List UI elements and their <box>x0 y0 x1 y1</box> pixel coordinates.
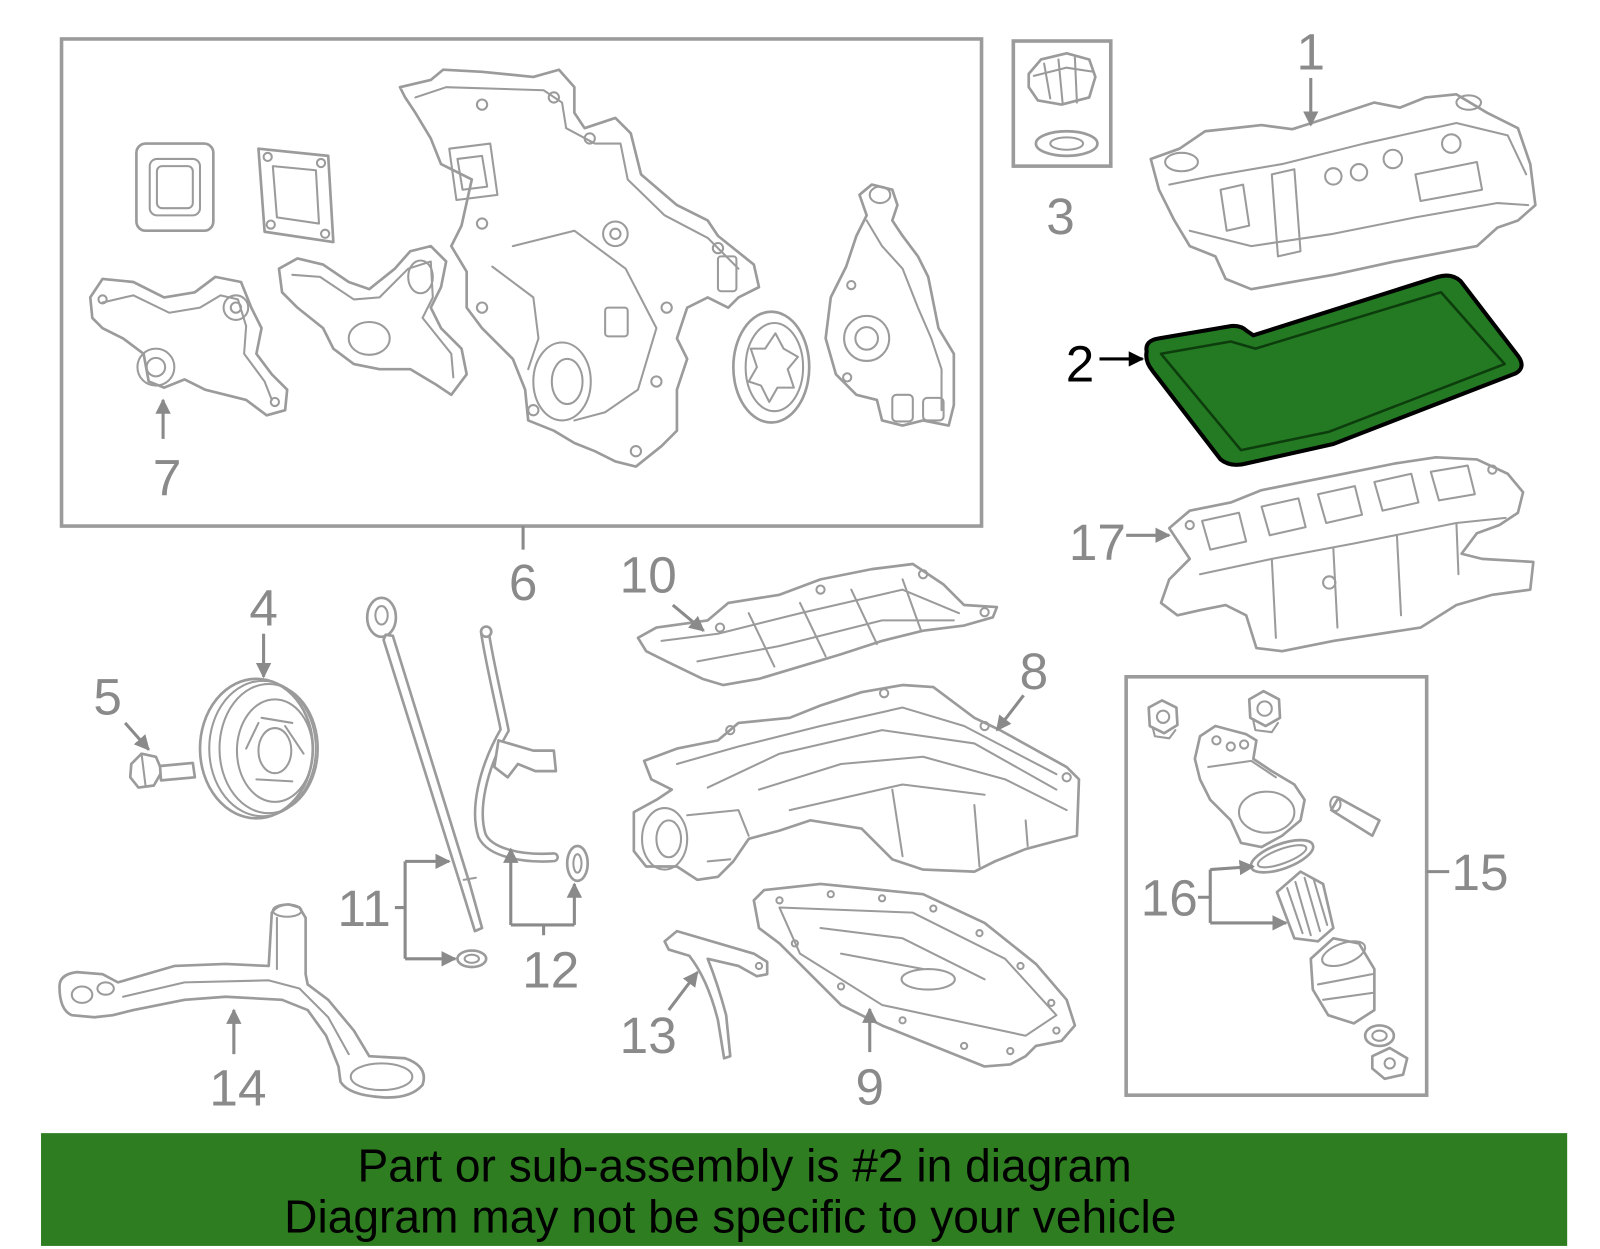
part-oil-pump <box>824 183 956 427</box>
leader-bracket-16 <box>1197 859 1288 931</box>
group-frame-oil-filter <box>1124 675 1429 1097</box>
leader-line-5 <box>123 721 150 751</box>
callout-4: 4 <box>249 580 278 637</box>
part-small-gasket-a <box>135 142 215 233</box>
part-filter-pin <box>1329 795 1381 838</box>
callout-8: 8 <box>1020 643 1049 700</box>
part-water-pump <box>88 275 289 417</box>
callout-2: 2 <box>1066 335 1095 392</box>
part-oil-filter-housing <box>1193 724 1306 849</box>
part-crank-rotor <box>732 310 811 424</box>
callout-6: 6 <box>509 554 538 611</box>
callout-11: 11 <box>337 880 390 937</box>
part-oil-filler-cap <box>1027 51 1097 106</box>
part-cap-gasket <box>1034 129 1099 158</box>
info-banner: Part or sub-assembly is #2 in diagram Di… <box>41 1133 1568 1246</box>
part-oil-filter-cap <box>1309 936 1376 1025</box>
part-upper-oil-pan <box>632 683 1081 882</box>
leader-bracket-12 <box>503 847 583 936</box>
callout-14: 14 <box>209 1059 266 1116</box>
part-oil-dipstick <box>365 596 484 933</box>
part-drain-plug <box>1370 1046 1409 1081</box>
leader-line-13 <box>667 970 699 1011</box>
part-pan-bracket <box>663 929 769 1060</box>
part-lower-oil-pan <box>752 882 1077 1068</box>
part-dipstick-oring <box>456 949 488 969</box>
part-oil-strainer <box>58 903 426 1099</box>
part-crank-pulley <box>198 677 319 820</box>
leader-line-8 <box>995 694 1025 732</box>
part-oil-filter-element <box>1275 870 1335 943</box>
part-water-pump-housing <box>277 244 468 397</box>
part-filter-nut-b <box>1247 689 1282 734</box>
callout-5: 5 <box>93 669 122 726</box>
group-frame-oil-cap <box>1011 39 1113 168</box>
part-timing-cover <box>398 68 761 468</box>
callout-13: 13 <box>620 1007 677 1064</box>
banner-line-2: Diagram may not be specific to your vehi… <box>284 1191 1176 1243</box>
part-pulley-bolt <box>128 752 197 789</box>
callout-1: 1 <box>1297 24 1326 81</box>
callout-3: 3 <box>1046 188 1075 245</box>
part-dipstick-tube <box>473 625 559 863</box>
part-manifold-gasket <box>1159 456 1535 653</box>
callout-9: 9 <box>855 1058 884 1115</box>
callout-15: 15 <box>1451 844 1508 901</box>
callout-10: 10 <box>620 547 677 604</box>
part-tube-oring <box>565 844 590 883</box>
part-drain-oring <box>1363 1024 1396 1048</box>
part-valve-cover <box>1149 93 1537 291</box>
leader-line-10 <box>671 603 705 632</box>
part-filter-nut-a <box>1147 699 1179 740</box>
part-oil-baffle-plate <box>636 562 999 687</box>
callout-12: 12 <box>522 942 579 999</box>
callout-16: 16 <box>1141 870 1198 927</box>
part-valve-cover-gasket-highlighted <box>1144 273 1524 467</box>
callout-17: 17 <box>1069 514 1126 571</box>
leader-bracket-11 <box>394 853 457 967</box>
part-small-gasket-b <box>257 147 335 244</box>
banner-line-1: Part or sub-assembly is #2 in diagram <box>357 1139 1131 1191</box>
callout-7: 7 <box>153 449 182 506</box>
